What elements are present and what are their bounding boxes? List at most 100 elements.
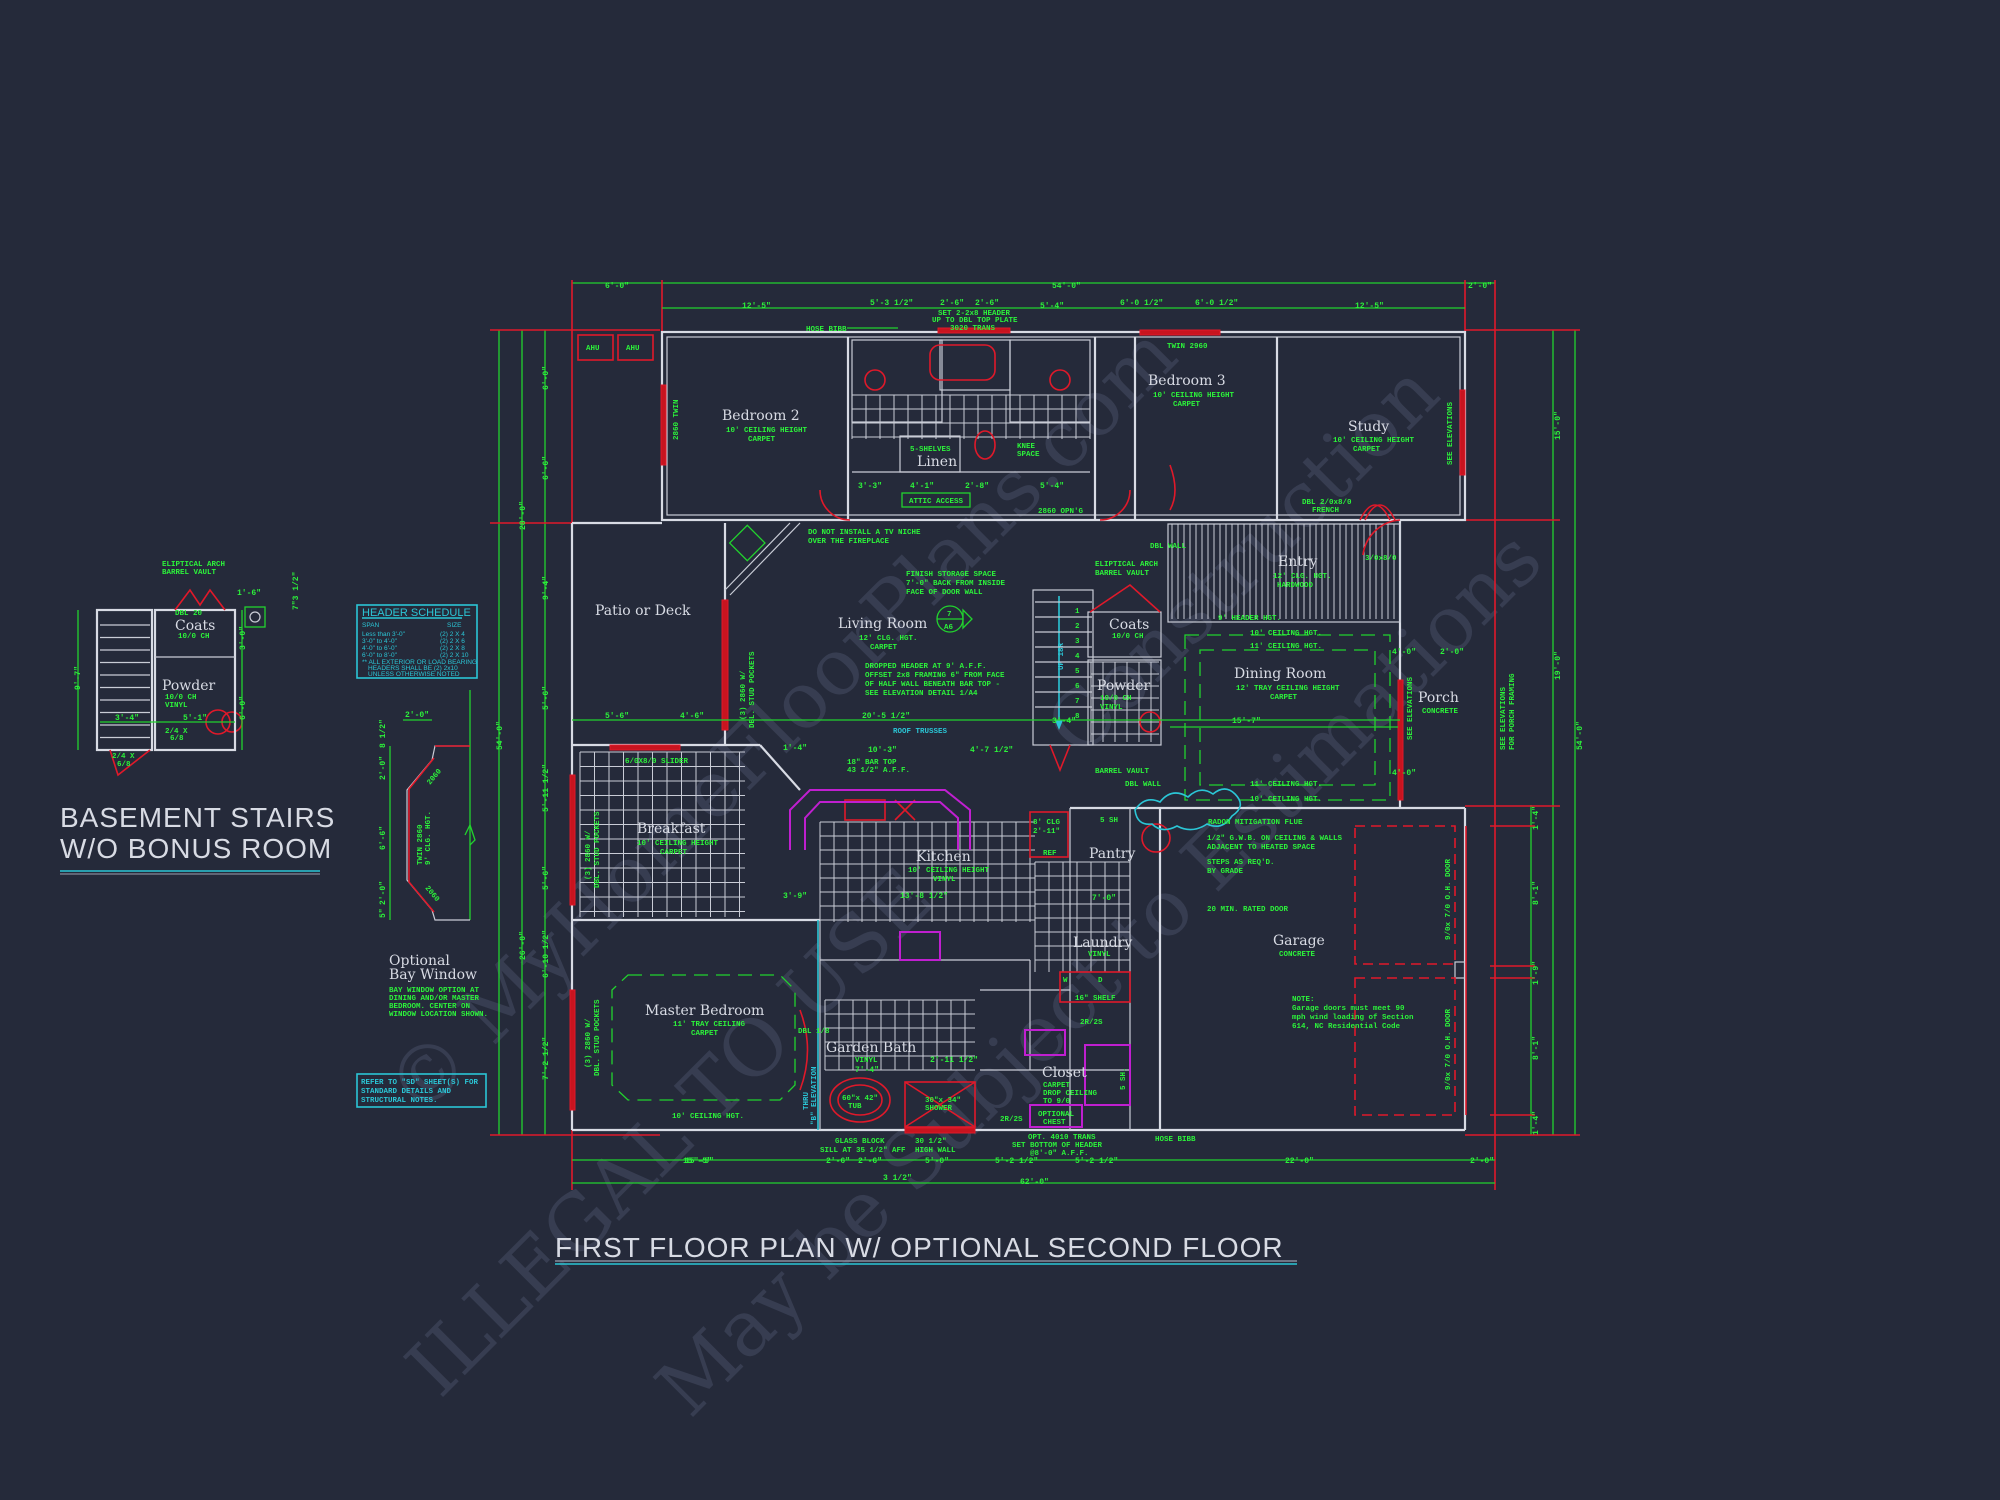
inset-dim-4: 6'-0" (239, 696, 248, 720)
dim-left-inner-1: 6'-0" (542, 366, 551, 390)
ahu-label-2: AHU (626, 345, 640, 353)
inset-door-2b: 6/8 (170, 735, 184, 743)
inset-dim-3: 3'-0" (239, 626, 248, 650)
dim-top-inner-7: 6'-0 1/2" (1195, 299, 1238, 308)
bath-door-label: DBL 1/8 (798, 1028, 830, 1036)
dim-left-inner-6: 5'-6" (542, 866, 551, 890)
room-porch: Porch CONCRETE (1418, 690, 1459, 716)
stair-step-number: 4 (1075, 653, 1080, 661)
room-name: Bedroom 2 (722, 408, 800, 424)
bay-dim-width: 2'-0" (405, 711, 429, 720)
bay-label-2060-top: 2060 (426, 768, 444, 787)
window-living (721, 599, 729, 731)
room-pantry: Pantry 5 SH (1089, 817, 1135, 862)
rated-door-label: 20 MIN. RATED DOOR (1207, 906, 1289, 914)
room-name: Master Bedroom (645, 1003, 764, 1019)
room-note: CARPET (1043, 1082, 1071, 1090)
room-note: 10' CEILING HEIGHT (908, 867, 990, 875)
header-row-1-size: (2) 2 X 4 (440, 631, 465, 638)
dim-bottom-2: 2'-6" (826, 1157, 850, 1166)
stair-up-label: UP 18R (1058, 642, 1066, 670)
stud-pockets-master-1: (3) 2860 W/ (585, 1018, 593, 1068)
section-marker: 7 A6 (936, 605, 973, 633)
kitchen-sink-icon (844, 799, 886, 821)
inset-room-powder: Powder (162, 678, 216, 694)
dim-top-inner-1: 12'-5" (742, 302, 771, 311)
room-note: CARPET (1173, 401, 1201, 409)
hose-bibb-top: HOSE BIBB (806, 326, 847, 334)
stair-step-number: 8 (1075, 713, 1080, 721)
gwb-note-2: ADJACENT TO HEATED SPACE (1207, 844, 1316, 852)
inset-coats-note: 10/0 CH (178, 633, 210, 641)
see-elevations-study: SEE ELEVATIONS (1447, 401, 1455, 465)
dropped-header-1: DROPPED HEADER AT 9' A.F.F. (865, 663, 987, 671)
stud-pockets-living-1: (3) 2860 W/ (740, 670, 748, 720)
french-door-label-1: DBL 2/0x8/0 (1302, 499, 1352, 507)
inset-title-line-1: BASEMENT STAIRS (60, 802, 335, 833)
dim-left-inner-5: 5'-11 1/2" (542, 764, 551, 812)
high-wall-1: 30 1/2" (915, 1138, 947, 1146)
washer-label: W (1063, 977, 1068, 985)
inset-dim-6: 5'-1" (183, 714, 207, 723)
dim-top-inner-3: 2'-6" (940, 299, 964, 308)
hose-bibb-bottom: HOSE BIBB (1155, 1136, 1196, 1144)
stair-step-number: 1 (1075, 608, 1080, 616)
room-breakfast: Breakfast 10' CEILING HEIGHT CARPET (637, 821, 719, 857)
room-note: CARPET (870, 644, 898, 652)
room-note: CONCRETE (1422, 708, 1459, 716)
inset-door-1: 2/4 X (112, 753, 135, 761)
high-wall-2: HIGH WALL (915, 1147, 956, 1155)
garage-note-1: NOTE: (1292, 996, 1315, 1004)
dim-bath-right: 2'-11 1/2" (930, 1056, 978, 1065)
dim-porch-top: 4'-0" (1392, 648, 1416, 657)
stud-pockets-living-2: DBL. STUD POCKETS (749, 651, 757, 728)
laundry-tile-grid (1034, 861, 1130, 972)
dbl-wall-lower: DBL WALL (1125, 781, 1162, 789)
room-name: Porch (1418, 690, 1459, 706)
dim-left-outer: 54'-0" (496, 721, 505, 750)
dim-pantry-width: 7'-0" (1092, 894, 1116, 903)
room-note: VINYL (1088, 951, 1111, 959)
room-note: 10' CEILING HEIGHT (726, 427, 808, 435)
opening-2860: 2860 OPN'G (1038, 508, 1084, 516)
room-name: Dining Room (1234, 666, 1326, 682)
dim-bottom-5: 5'-2 1/2" (995, 1157, 1038, 1166)
dim-bath-width: 7'-4" (855, 1066, 879, 1075)
room-name: Powder (1097, 678, 1151, 694)
bay-dim-3: 6'-6" (379, 826, 388, 850)
annotations: HOSE BIBB SET 2-2x8 HEADER UP TO DBL TOP… (572, 310, 1517, 1166)
inset-stair-treads (100, 624, 150, 739)
dim-left-mid-1: 28'-0" (519, 501, 528, 530)
bay-dim-2: 2'-0" (379, 756, 388, 780)
dim-bottom-3: 2'-6" (858, 1157, 882, 1166)
dim-bottom-outer-1: 3 1/2" (883, 1174, 912, 1183)
header-col-size: SIZE (447, 622, 462, 629)
dim-right-mid-2: 19'-0" (1554, 651, 1563, 680)
glass-block-window (904, 1127, 976, 1134)
room-master-bedroom: Master Bedroom 11' TRAY CEILING CARPET (645, 1003, 764, 1038)
roof-trusses-label: ROOF TRUSSES (893, 728, 948, 736)
porch-framing-2: FOR PORCH FRAMING (1509, 673, 1517, 750)
inset-dim-1: 1'-6" (237, 589, 261, 598)
bar-top-1: 18" BAR TOP (847, 759, 897, 767)
header-row-2-span: 3'-0" to 4'-0" (362, 638, 398, 645)
bay-note-4: WINDOW LOCATION SHOWN. (389, 1011, 488, 1019)
inset-dbl-label: DBL 20 (175, 610, 203, 618)
room-patio: Patio or Deck (595, 603, 691, 619)
steps-note-1: STEPS AS REQ'D. (1207, 859, 1275, 867)
powder-tile-grid (1090, 661, 1159, 742)
inset-door-2: 2/4 X (165, 728, 188, 736)
stair-step-number: 3 (1075, 638, 1080, 646)
refer-sd-note: REFER TO "SD" SHEET(S) FOR STANDARD DETA… (356, 1073, 487, 1108)
dim-right-inner-4: 8'-1" (1532, 1036, 1541, 1060)
room-name: Closet (1042, 1065, 1087, 1081)
dim-porch-bottom: 4'-0" (1392, 769, 1416, 778)
header-col-span: SPAN (362, 622, 380, 629)
dim-master-width: 15'-5" (685, 1157, 714, 1166)
dim-kitchen-left: 3'-9" (783, 892, 807, 901)
shower-icon (904, 1081, 976, 1128)
dim-living-width: 20'-5 1/2" (862, 712, 910, 721)
room-name: Linen (917, 454, 957, 470)
room-linen: Linen 5-SHELVES (910, 446, 957, 470)
